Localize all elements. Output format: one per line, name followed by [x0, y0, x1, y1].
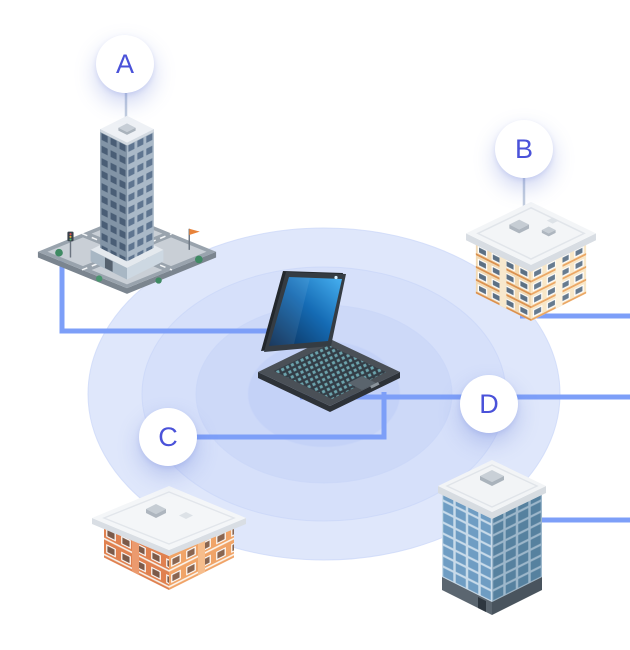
node-label-a-text: A	[115, 48, 134, 79]
connector-a-to-center	[59, 260, 312, 334]
left-wall	[475, 242, 531, 322]
left-glass-wall	[442, 489, 492, 602]
plinth	[442, 577, 542, 615]
right-wall	[169, 523, 234, 590]
roof	[466, 201, 596, 272]
right-wall	[531, 242, 587, 322]
laptop-screen	[261, 271, 346, 352]
building-b-office-illustration	[466, 201, 596, 322]
port	[370, 382, 380, 389]
laptop-illustration	[258, 271, 400, 412]
left-wall	[104, 523, 169, 590]
node-label-b-text: B	[514, 133, 533, 164]
building-a-skyscraper-illustration	[37, 115, 217, 294]
node-label-c-text: C	[158, 421, 178, 452]
building-d-glass-tower-illustration	[438, 460, 546, 615]
node-label-a: A	[96, 35, 154, 93]
node-label-b: B	[495, 120, 553, 178]
flag-icon	[189, 228, 200, 236]
roof	[92, 486, 246, 556]
right-glass-wall	[492, 489, 542, 602]
screen-glass	[269, 277, 342, 346]
roof	[438, 460, 546, 519]
tower	[100, 115, 154, 262]
node-label-d-text: D	[479, 388, 499, 419]
node-label-c: C	[139, 408, 197, 466]
street-props	[55, 228, 203, 284]
connector-center-to-c	[194, 392, 387, 440]
camera-dot-icon	[334, 275, 338, 280]
building-c-office-illustration	[92, 486, 246, 590]
node-label-d: D	[460, 375, 518, 433]
touchpad	[348, 376, 376, 390]
laptop-base	[258, 338, 400, 412]
